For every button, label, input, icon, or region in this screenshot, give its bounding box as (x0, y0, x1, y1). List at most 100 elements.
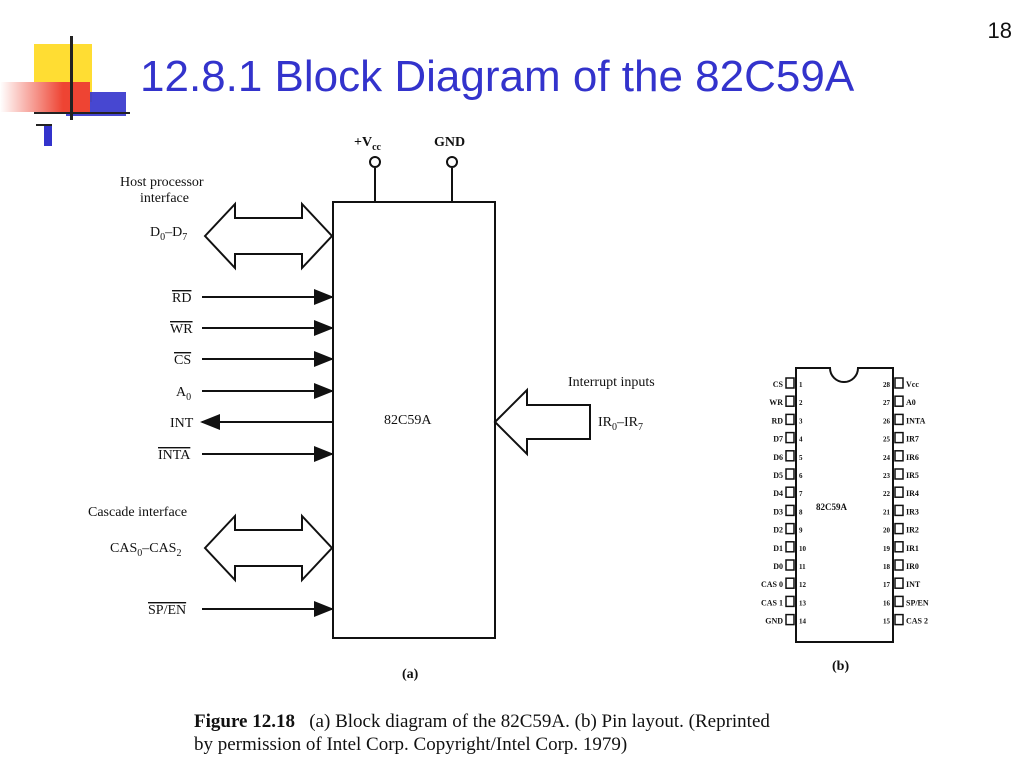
pin-24-pad (894, 450, 904, 462)
pin-16-pad (894, 595, 904, 608)
signal-inta-label: INTA (158, 448, 191, 463)
pin-7-number: 7 (799, 490, 803, 498)
pin-17-number: 17 (883, 581, 891, 589)
pin-7-name: D4 (773, 489, 783, 498)
signal-int: INT (170, 414, 333, 431)
interrupt-input-arrow (493, 387, 591, 457)
pin-23-pad (894, 468, 904, 480)
data-bus-sub0: 0 (160, 232, 165, 243)
cascade-bus-label: CAS (110, 541, 137, 556)
deco-small-line (36, 124, 52, 126)
signal-cs: CS (174, 351, 334, 368)
deco-small-blue (44, 126, 52, 146)
interrupt-inputs-label: Interrupt inputs (568, 375, 655, 390)
pin-26-pad (894, 413, 904, 426)
signal-rd: RD (172, 289, 334, 306)
pin-22-name: IR4 (906, 489, 919, 498)
pin-17-pad (894, 577, 904, 589)
signal-wr-label: WR (170, 322, 193, 337)
host-interface-label-line2: interface (140, 191, 189, 206)
pin-9-pad (785, 522, 795, 535)
cascade-bus-double-arrow (203, 513, 334, 583)
deco-red-bar (0, 82, 90, 112)
pin-22: 22 IR4 (883, 486, 919, 498)
pin-9-name: D2 (773, 526, 783, 535)
interrupt-bus-sub0: 0 (612, 422, 617, 433)
pin-13-pad (785, 595, 795, 608)
pin-13: CAS 1 13 (761, 595, 807, 608)
pin-3-number: 3 (799, 417, 803, 425)
pin-19-pad (894, 541, 904, 553)
pin-12-pad (785, 577, 795, 589)
svg-text:+Vcc: +Vcc (354, 135, 382, 153)
pin-28-pad (894, 377, 904, 389)
pin-16-number: 16 (883, 599, 891, 607)
data-bus-sub1: 7 (182, 232, 187, 243)
pin-15-number: 15 (883, 618, 891, 626)
pin-21-pad (894, 504, 904, 517)
pin-6-name: D5 (773, 471, 783, 480)
cascade-bus-sub1: 2 (176, 548, 181, 559)
interrupt-bus-dash: –IR (616, 415, 639, 430)
cascade-bus-sub0: 0 (137, 548, 142, 559)
pin-28-number: 28 (883, 381, 891, 389)
pin-23-name: IR5 (906, 471, 919, 480)
pin-12-name: CAS 0 (761, 580, 783, 589)
pin-20-number: 20 (883, 527, 891, 535)
chip-box (332, 201, 496, 639)
cascade-bus-dash: –CAS (141, 541, 176, 556)
pin-14-name: GND (765, 617, 783, 626)
pin-23: 23 IR5 (883, 468, 919, 480)
pin-14-pad (785, 613, 795, 626)
pin-2-number: 2 (799, 399, 803, 407)
pin-12-number: 12 (799, 581, 807, 589)
vcc-pin: +Vcc (354, 135, 382, 202)
pin-22-number: 22 (883, 490, 891, 498)
pin-20-name: IR2 (906, 526, 919, 535)
signal-cs-label: CS (174, 353, 191, 368)
pin-10-name: D1 (773, 544, 783, 553)
interrupt-bus-label: IR (598, 415, 613, 430)
pin-13-number: 13 (799, 599, 807, 607)
cascade-interface-label: Cascade interface (88, 505, 187, 520)
pin-28-name: Vcc (906, 380, 919, 389)
pin-23-number: 23 (883, 472, 891, 480)
pin-26-name: INTA (906, 416, 926, 425)
pin-3-pad (785, 413, 795, 426)
pin-8-pad (785, 504, 795, 517)
signal-a0-label: A (176, 385, 187, 400)
pin-5-pad (785, 450, 795, 462)
signal-inta: INTA (158, 446, 334, 463)
pin-11-pad (785, 559, 795, 571)
pin-1-number: 1 (799, 381, 803, 389)
pin-5-number: 5 (799, 454, 803, 462)
signal-sp-en: SP/EN (148, 601, 334, 618)
pin-11-name: D0 (773, 562, 783, 571)
pin-25-pad (894, 431, 904, 444)
pin-4-pad (785, 431, 795, 444)
signal-a0: A0 (176, 383, 334, 403)
deco-horizontal-line (34, 112, 130, 114)
signal-wr: WR (170, 320, 334, 337)
pin-15: 15 CAS 2 (883, 613, 928, 626)
pin-27-name: A0 (906, 398, 916, 407)
pin-1-pad (785, 377, 795, 389)
caption-text-2: by permission of Intel Corp. Copyright/I… (194, 734, 628, 755)
vcc-label: +V (354, 135, 372, 150)
pin-21-number: 21 (883, 508, 891, 516)
pin-15-name: CAS 2 (906, 617, 928, 626)
pin-4-name: D7 (773, 435, 783, 444)
pin-13-name: CAS 1 (761, 598, 783, 607)
caption-figure-number: Figure 12.18 (194, 711, 295, 732)
